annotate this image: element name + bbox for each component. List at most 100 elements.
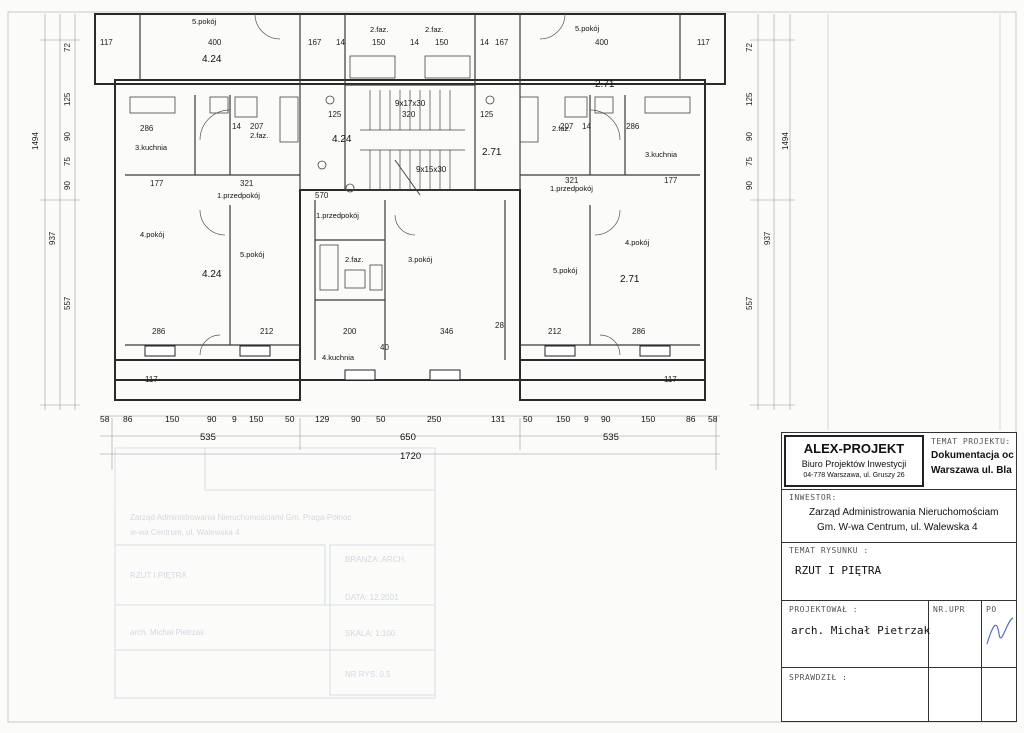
dim: 535: [200, 432, 216, 443]
dim: 557: [63, 296, 72, 310]
title-block: ALEX-PROJEKT Biuro Projektów Inwestycji …: [781, 432, 1017, 722]
dim: 131: [491, 414, 505, 424]
podpis-label: PO: [986, 605, 997, 614]
dim: 14: [480, 38, 489, 47]
dim: 212: [548, 327, 562, 336]
dim: 40: [380, 343, 389, 352]
dim: 346: [440, 327, 454, 336]
company-sub: Biuro Projektów Inwestycji: [801, 459, 907, 469]
room-label: 2.faz.: [425, 25, 443, 34]
room-labels: 5.pokój 5.pokój 2.faz. 2.faz. 3.kuchnia …: [135, 17, 678, 362]
dim: 200: [343, 327, 357, 336]
projektowal-name: arch. Michał Pietrzak: [791, 624, 931, 637]
room-label: 5.pokój: [192, 17, 217, 26]
dims-top: 117 400 167 14 150 14 150 14 167 400 117: [100, 38, 710, 47]
dim: 86: [123, 414, 133, 424]
room-label: 2.faz.: [552, 124, 570, 133]
room-label: 3.pokój: [408, 255, 433, 264]
dim: 58: [100, 414, 110, 424]
room-label: 4.pokój: [140, 230, 165, 239]
dim: 72: [745, 43, 754, 52]
dim: 286: [140, 124, 154, 133]
dim: 937: [763, 231, 772, 245]
dim: 150: [435, 38, 449, 47]
dim: 90: [601, 414, 611, 424]
level-marker: 2.71: [482, 147, 502, 158]
company-box: ALEX-PROJEKT Biuro Projektów Inwestycji …: [784, 435, 924, 487]
room-label: 2.faz.: [345, 255, 363, 264]
ghost-line: arch. Michał Pietrzak: [130, 628, 205, 637]
dim: 1494: [781, 132, 790, 150]
dim: 117: [145, 375, 158, 384]
dim: 75: [63, 157, 72, 166]
level-markers: 4.24 4.24 4.24 2.71 2.71 2.71: [202, 54, 640, 285]
dim: 14: [582, 122, 591, 131]
dim: 286: [152, 327, 166, 336]
divider: [928, 600, 929, 722]
dim: 72: [63, 43, 72, 52]
dim: 167: [308, 38, 322, 47]
temat-projektu-line2: Warszawa ul. Bla: [931, 465, 1012, 476]
projektowal-label: PROJEKTOWAŁ :: [789, 605, 859, 614]
ghost-line: NR RYS: 0.5: [345, 670, 391, 679]
stair-spec: 9x17x30: [395, 99, 426, 108]
dim: 75: [745, 157, 754, 166]
dim: 125: [745, 92, 754, 106]
title-block-frame: [781, 432, 1017, 722]
dim: 286: [626, 122, 640, 131]
dim: 90: [63, 132, 72, 141]
dim: 650: [400, 432, 416, 443]
ghost-line: w-wa Centrum, ul. Walewska 4: [129, 528, 240, 537]
dim: 14: [336, 38, 345, 47]
dim: 117: [664, 375, 677, 384]
divider: [781, 667, 1017, 668]
inwestor-label: INWESTOR:: [789, 493, 837, 502]
dim: 570: [315, 191, 329, 200]
dim: 125: [328, 110, 342, 119]
dim: 321: [240, 179, 254, 188]
signature-icon: [986, 617, 1014, 645]
dims-right: 72 125 90 75 90 937 557 1494: [745, 43, 790, 310]
room-label: 1.przedpokój: [217, 191, 260, 200]
ghost-line: BRANŻA: ARCH.: [345, 555, 406, 564]
temat-projektu-line1: Dokumentacja oc: [931, 450, 1014, 461]
dim: 90: [351, 414, 361, 424]
dim: 150: [249, 414, 263, 424]
dims-bottom-row1: 58 86 150 90 9 150 50 129 90 50 250 131 …: [100, 414, 718, 424]
divider: [781, 489, 1017, 490]
dim: 50: [376, 414, 386, 424]
dim: 14: [410, 38, 419, 47]
dim: 90: [63, 181, 72, 190]
ghost-line: SKALA: 1:100: [345, 629, 396, 638]
ghost-line: Zarząd Administrowania Nieruchomościami …: [130, 513, 351, 522]
sprawdzil-label: SPRAWDZIŁ :: [789, 673, 848, 682]
dim: 1494: [31, 132, 40, 150]
inwestor-line2: Gm. W-wa Centrum, ul. Walewska 4: [817, 522, 978, 533]
ghost-line: RZUT I PIĘTRA: [130, 571, 187, 580]
dim: 320: [402, 110, 416, 119]
company-address: 04-778 Warszawa, ul. Gruszy 26: [803, 472, 905, 479]
dim: 117: [100, 38, 113, 47]
room-label: 4.pokój: [625, 238, 650, 247]
dim: 535: [603, 432, 619, 443]
level-marker: 2.71: [620, 274, 640, 285]
ghost-title-block: [114, 447, 436, 699]
dim: 90: [207, 414, 217, 424]
room-label: 3.kuchnia: [135, 143, 168, 152]
dim: 90: [745, 181, 754, 190]
dim: 90: [745, 132, 754, 141]
level-marker: 4.24: [202, 54, 222, 65]
room-label: 2.faz.: [370, 25, 388, 34]
dim: 28: [495, 321, 504, 330]
dim: 937: [48, 231, 57, 245]
dim: 150: [372, 38, 386, 47]
room-label: 3.kuchnia: [645, 150, 678, 159]
dim: 207: [250, 122, 264, 131]
dim: 129: [315, 414, 329, 424]
dim: 150: [641, 414, 655, 424]
temat-rysunku: RZUT I PIĘTRA: [795, 564, 882, 577]
dim-total: 1720: [400, 451, 421, 462]
dims-bottom-row2: 535 650 535 1720: [200, 432, 619, 462]
nr-upr-label: NR.UPR: [933, 605, 965, 614]
